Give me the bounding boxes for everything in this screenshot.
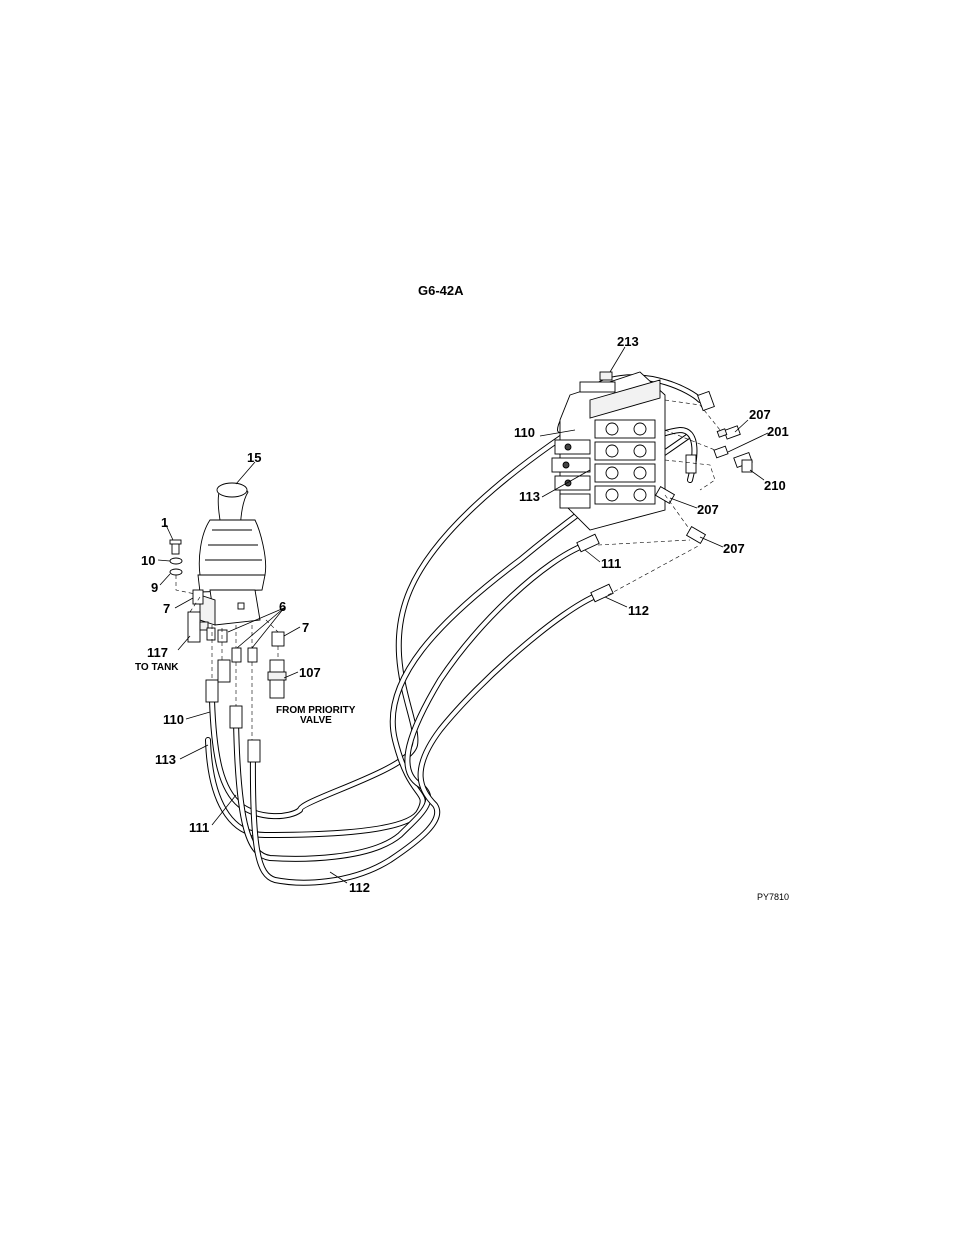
label-110-right: 110: [514, 425, 535, 440]
label-210: 210: [764, 478, 786, 493]
label-111-right: 111: [601, 556, 621, 571]
fitting-hose-111-end: [576, 533, 600, 553]
label-107: 107: [299, 665, 321, 680]
label-10: 10: [141, 553, 155, 568]
control-valve-bank: [551, 371, 666, 531]
leader-lines: [157, 346, 769, 884]
label-112-right: 112: [628, 603, 649, 618]
joystick-assembly: [197, 482, 267, 626]
label-1: 1: [161, 515, 168, 530]
label-117: 117: [147, 645, 168, 660]
label-207-middle: 207: [697, 502, 719, 517]
label-113-right: 113: [519, 489, 540, 504]
label-110-left: 110: [163, 712, 184, 727]
dashed-line-valve-right: [597, 399, 721, 596]
label-111-left: 111: [189, 820, 209, 835]
screw-1: [169, 539, 182, 555]
fitting-hose-upper-end: [685, 390, 715, 474]
label-15: 15: [247, 450, 261, 465]
washer-9: [169, 568, 183, 576]
label-6: 6: [279, 599, 286, 614]
washer-10: [169, 557, 183, 565]
label-201: 201: [767, 424, 789, 439]
fitting-201: [713, 445, 729, 459]
fittings-6: [206, 627, 258, 663]
fitting-7-right: [271, 631, 285, 647]
fitting-207-upper: [716, 425, 741, 440]
label-from-priority-1: FROM PRIORITY: [276, 705, 356, 716]
diagram-title: G6-42A: [418, 283, 464, 298]
label-9: 9: [151, 580, 158, 595]
fitting-210: [733, 451, 753, 473]
label-207-lower: 207: [723, 541, 745, 556]
fitting-hose-112-end: [590, 583, 614, 603]
label-to-tank: TO TANK: [135, 662, 179, 673]
dashed-line-screw: [175, 575, 201, 596]
label-207-upper: 207: [749, 407, 771, 422]
label-7-left: 7: [163, 601, 170, 616]
label-112-bottom: 112: [349, 880, 370, 895]
hose-112: [249, 592, 601, 886]
fitting-7-left: [192, 589, 204, 605]
dashed-line-joystick: [189, 596, 279, 740]
label-from-priority-2: VALVE: [300, 715, 332, 726]
fitting-107: [267, 659, 287, 699]
label-7-right: 7: [302, 620, 309, 635]
drawing-reference: PY7810: [757, 892, 789, 902]
label-113-left: 113: [155, 752, 176, 767]
label-213: 213: [617, 334, 639, 349]
hose-end-fittings-left: [205, 659, 261, 763]
fitting-207-lower: [685, 526, 707, 544]
fitting-117: [187, 611, 209, 643]
